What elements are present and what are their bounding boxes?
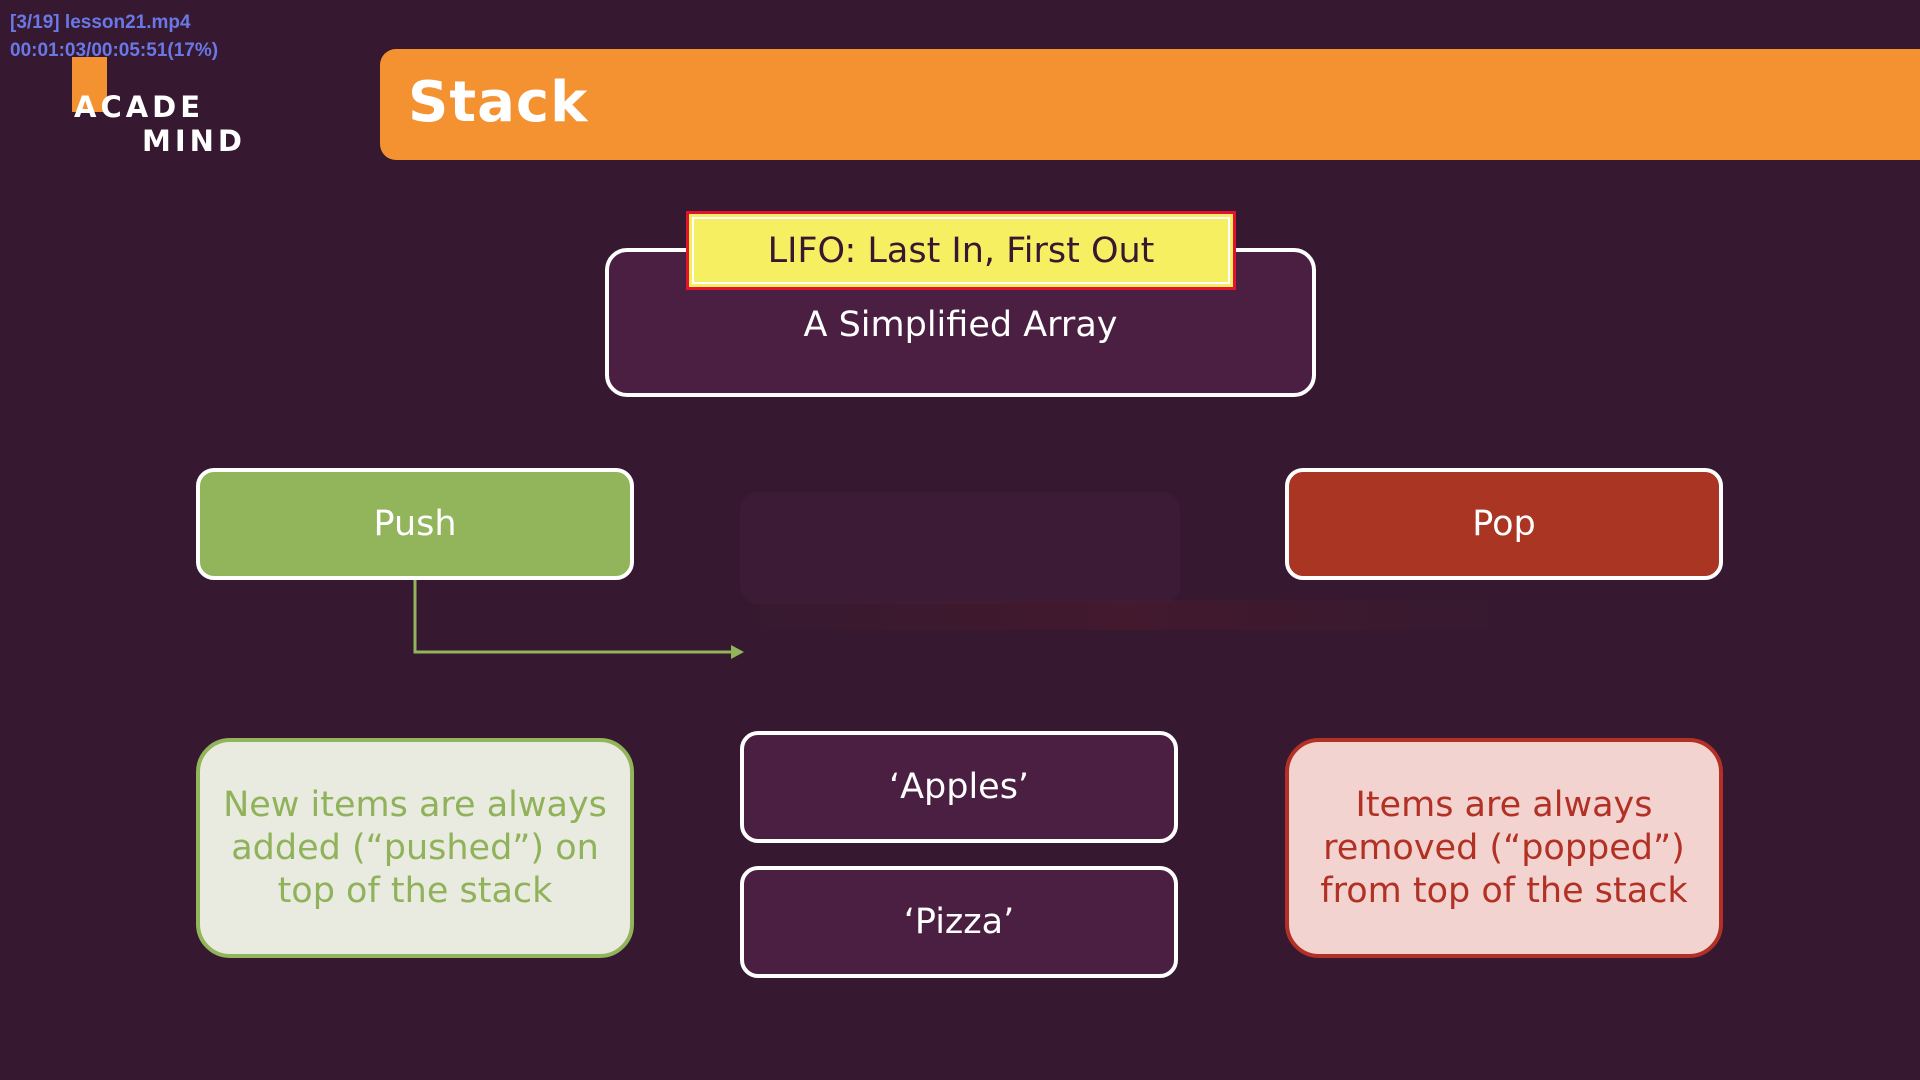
slide-title: Stack [408,70,589,135]
stack-item-label: ‘Pizza’ [903,902,1015,942]
pop-operation-box: Pop [1285,468,1723,580]
logo-bookmark-icon [72,57,107,112]
push-arrow-line [413,580,732,654]
title-bar [380,49,1920,160]
stack-item-label: ‘Apples’ [888,767,1030,807]
pop-description-text: Items are always removed (“popped”) from… [1320,784,1688,911]
definition-subtitle: A Simplified Array [803,305,1118,345]
pop-label: Pop [1472,504,1536,544]
ghost-stack-item [740,492,1180,604]
stack-item: ‘Pizza’ [740,866,1178,978]
video-filename-overlay: [3/19] lesson21.mp4 [10,12,191,33]
video-timestamp-overlay: 00:01:03/00:05:51(17%) [10,40,219,61]
push-description-text: New items are always added (“pushed”) on… [223,784,607,911]
push-arrow-head-icon [731,645,744,659]
ghost-connector [740,600,1510,630]
push-description: New items are always added (“pushed”) on… [196,738,634,958]
push-operation-box: Push [196,468,634,580]
lifo-badge: LIFO: Last In, First Out [686,211,1236,290]
lifo-badge-text: LIFO: Last In, First Out [767,230,1155,271]
pop-description: Items are always removed (“popped”) from… [1285,738,1723,958]
logo-text-line1: ACADE [74,90,205,124]
push-label: Push [373,504,457,544]
stack-item: ‘Apples’ [740,731,1178,843]
logo-text-line2: MIND [142,124,246,158]
